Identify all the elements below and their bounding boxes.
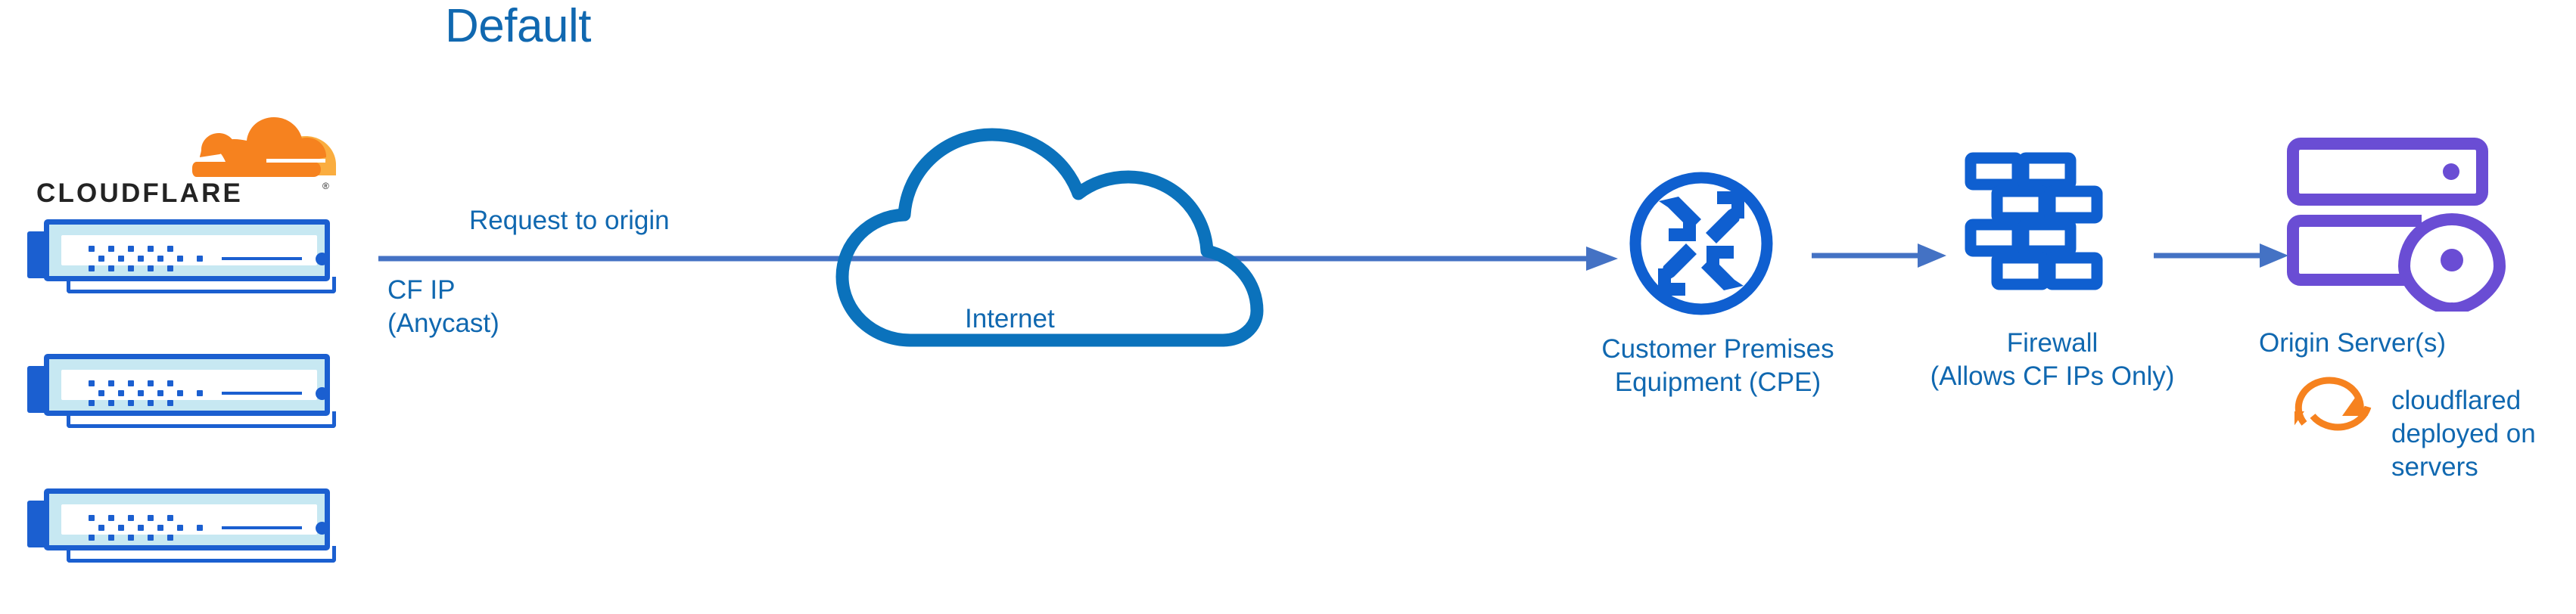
server-led-indicator bbox=[316, 253, 328, 265]
arrow-firewall-to-origin bbox=[2154, 243, 2288, 268]
server-chassis bbox=[44, 488, 330, 550]
page-title: Default bbox=[445, 0, 591, 52]
label-internet: Internet bbox=[965, 304, 1055, 333]
server-chassis bbox=[44, 219, 330, 281]
cloudflare-cloud-mark bbox=[192, 117, 336, 177]
server-status-line bbox=[222, 257, 302, 260]
cloudflare-edge-server-2 bbox=[27, 354, 336, 429]
arrow-cpe-to-firewall bbox=[1812, 243, 1946, 268]
brick-wall-icon bbox=[1965, 152, 2103, 290]
server-front-panel bbox=[61, 370, 328, 406]
server-chassis bbox=[44, 354, 330, 416]
server-led-indicator bbox=[316, 522, 328, 535]
label-cf-ip-anycast: CF IP (Anycast) bbox=[387, 275, 499, 338]
server-status-line bbox=[222, 392, 302, 395]
label-cpe: Customer Premises Equipment (CPE) bbox=[1601, 334, 1834, 397]
label-origin-server: Origin Server(s) bbox=[2259, 328, 2446, 358]
server-front-panel bbox=[61, 235, 328, 271]
internet-cloud-icon bbox=[835, 128, 1264, 347]
server-front-panel bbox=[61, 504, 328, 541]
svg-text:CLOUDFLARE: CLOUDFLARE bbox=[36, 178, 243, 208]
label-cloudflared: cloudflared deployed on servers bbox=[2391, 386, 2536, 482]
label-firewall: Firewall (Allows CF IPs Only) bbox=[1930, 328, 2175, 391]
cloudflare-edge-server-3 bbox=[27, 488, 336, 564]
router-icon bbox=[1629, 172, 1773, 315]
cloudflare-wordmark: CLOUDFLARE ® bbox=[36, 178, 329, 208]
server-status-line bbox=[222, 526, 302, 529]
cloudflared-sync-icon bbox=[2294, 377, 2372, 431]
server-port-grid bbox=[89, 246, 203, 271]
server-port-grid bbox=[89, 380, 203, 406]
arrow-cloudflare-to-cpe bbox=[378, 247, 1618, 271]
label-request-to-origin: Request to origin bbox=[469, 206, 670, 235]
server-led-indicator bbox=[316, 387, 328, 400]
server-port-grid bbox=[89, 515, 203, 541]
svg-text:®: ® bbox=[322, 181, 329, 191]
cloudflare-edge-server-1 bbox=[27, 219, 336, 295]
cloudflare-logo: CLOUDFLARE ® bbox=[36, 115, 339, 208]
server-pin-icon bbox=[2287, 138, 2506, 312]
